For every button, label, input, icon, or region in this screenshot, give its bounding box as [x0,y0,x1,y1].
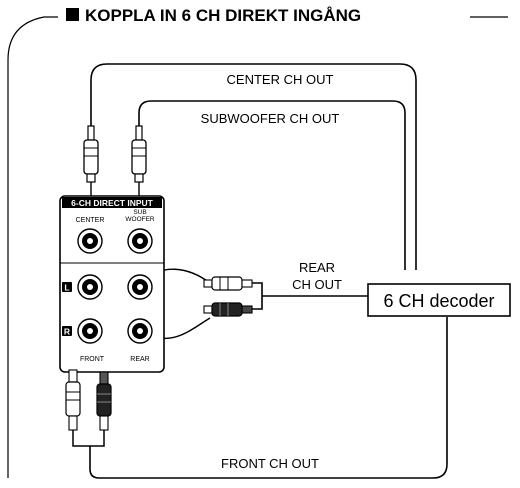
subwoofer-cable [138,100,406,270]
left-badge-label: L [64,283,69,293]
rear-left-jack[interactable] [127,274,153,300]
page-title-text: KOPPLA IN 6 CH DIREKT INGÅNG [85,6,362,25]
decoder-label: 6 CH decoder [383,291,494,311]
panel-label-bar [62,197,162,208]
page-title: KOPPLA IN 6 CH DIREKT INGÅNG [62,6,366,26]
decoder-box [367,283,511,317]
rear-out-label-1: REAR [299,260,335,275]
center-label: CENTER [76,217,105,224]
subwoofer-jack[interactable] [127,228,153,254]
center-jack[interactable] [77,228,103,254]
subwoofer-out-label: SUBWOOFER CH OUT [201,111,340,126]
rear-label: REAR [130,356,149,363]
left-badge [62,282,72,292]
rear-plug-white [203,276,253,291]
front-out-label: FRONT CH OUT [221,456,319,471]
section-frame [7,16,508,478]
sub-label-2: WOOFER [125,216,155,223]
sub-label-1: SUB [133,209,146,216]
front-label: FRONT [80,356,105,363]
center-cable [90,63,417,270]
front-plug-joint [72,430,105,447]
rear-plug-black [203,302,253,317]
rear-right-jack[interactable] [127,318,153,344]
rear-cable [250,282,372,310]
center-out-label: CENTER CH OUT [227,72,334,87]
right-badge-label: R [64,327,70,337]
front-cable [89,317,448,479]
rear-out-label-2: CH OUT [292,277,342,292]
square-bullet-icon [66,8,79,21]
center-plug [83,125,99,183]
front-right-jack[interactable] [77,318,103,344]
front-plug-white [65,369,81,431]
subwoofer-plug [131,125,147,183]
front-plug-black [96,371,112,431]
right-badge [62,326,72,336]
front-left-jack[interactable] [77,274,103,300]
panel-label: 6-CH DIRECT INPUT [71,198,154,208]
